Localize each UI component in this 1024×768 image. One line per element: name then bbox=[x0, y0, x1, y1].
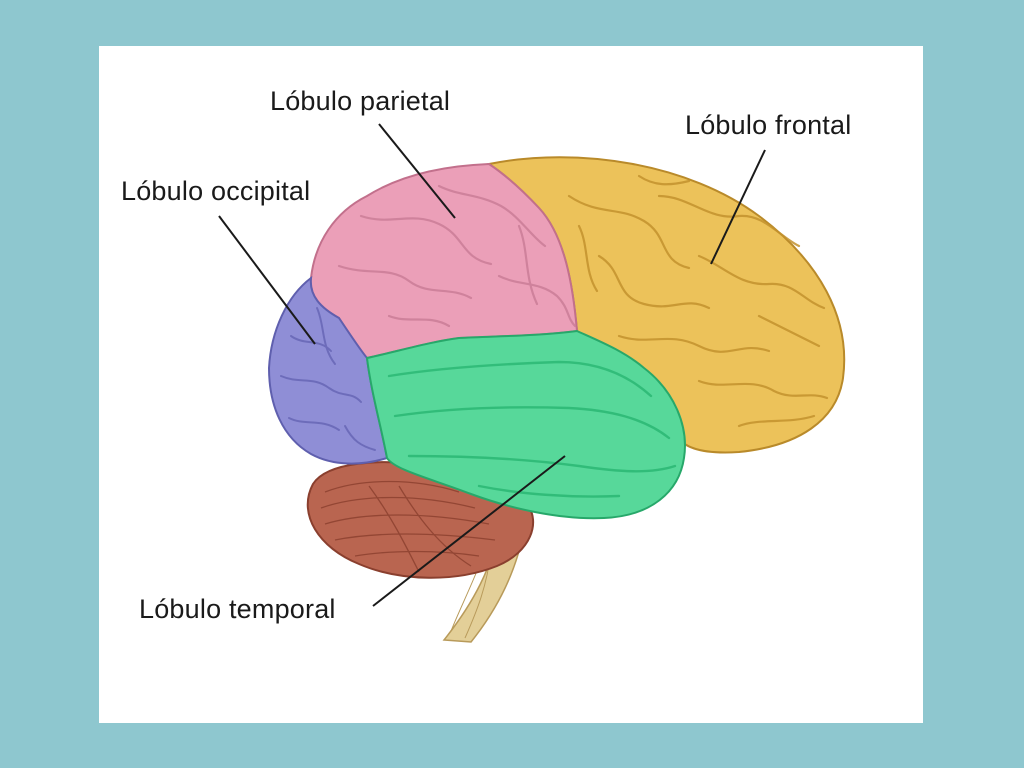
temporal-lobe bbox=[365, 329, 686, 520]
pointer-parietal bbox=[378, 123, 456, 219]
diagram-panel: Lóbulo parietal Lóbulo frontal Lóbulo oc… bbox=[99, 46, 923, 723]
brain-illustration bbox=[218, 123, 846, 643]
pointer-lines bbox=[218, 123, 766, 607]
frontal-gyri bbox=[567, 174, 829, 428]
pointer-occipital bbox=[218, 215, 316, 345]
pointer-frontal bbox=[710, 149, 766, 265]
occipital-gyri bbox=[280, 307, 376, 451]
cerebellum-folds bbox=[320, 480, 496, 573]
label-temporal-lobe: Lóbulo temporal bbox=[139, 594, 336, 624]
label-occipital-lobe: Lóbulo occipital bbox=[121, 176, 311, 206]
label-parietal-lobe: Lóbulo parietal bbox=[270, 86, 451, 116]
pointer-temporal bbox=[372, 455, 566, 607]
temporal-gyri bbox=[387, 360, 677, 498]
label-frontal-lobe: Lóbulo frontal bbox=[685, 110, 852, 140]
occipital-lobe bbox=[267, 275, 389, 465]
parietal-gyri bbox=[337, 184, 577, 328]
